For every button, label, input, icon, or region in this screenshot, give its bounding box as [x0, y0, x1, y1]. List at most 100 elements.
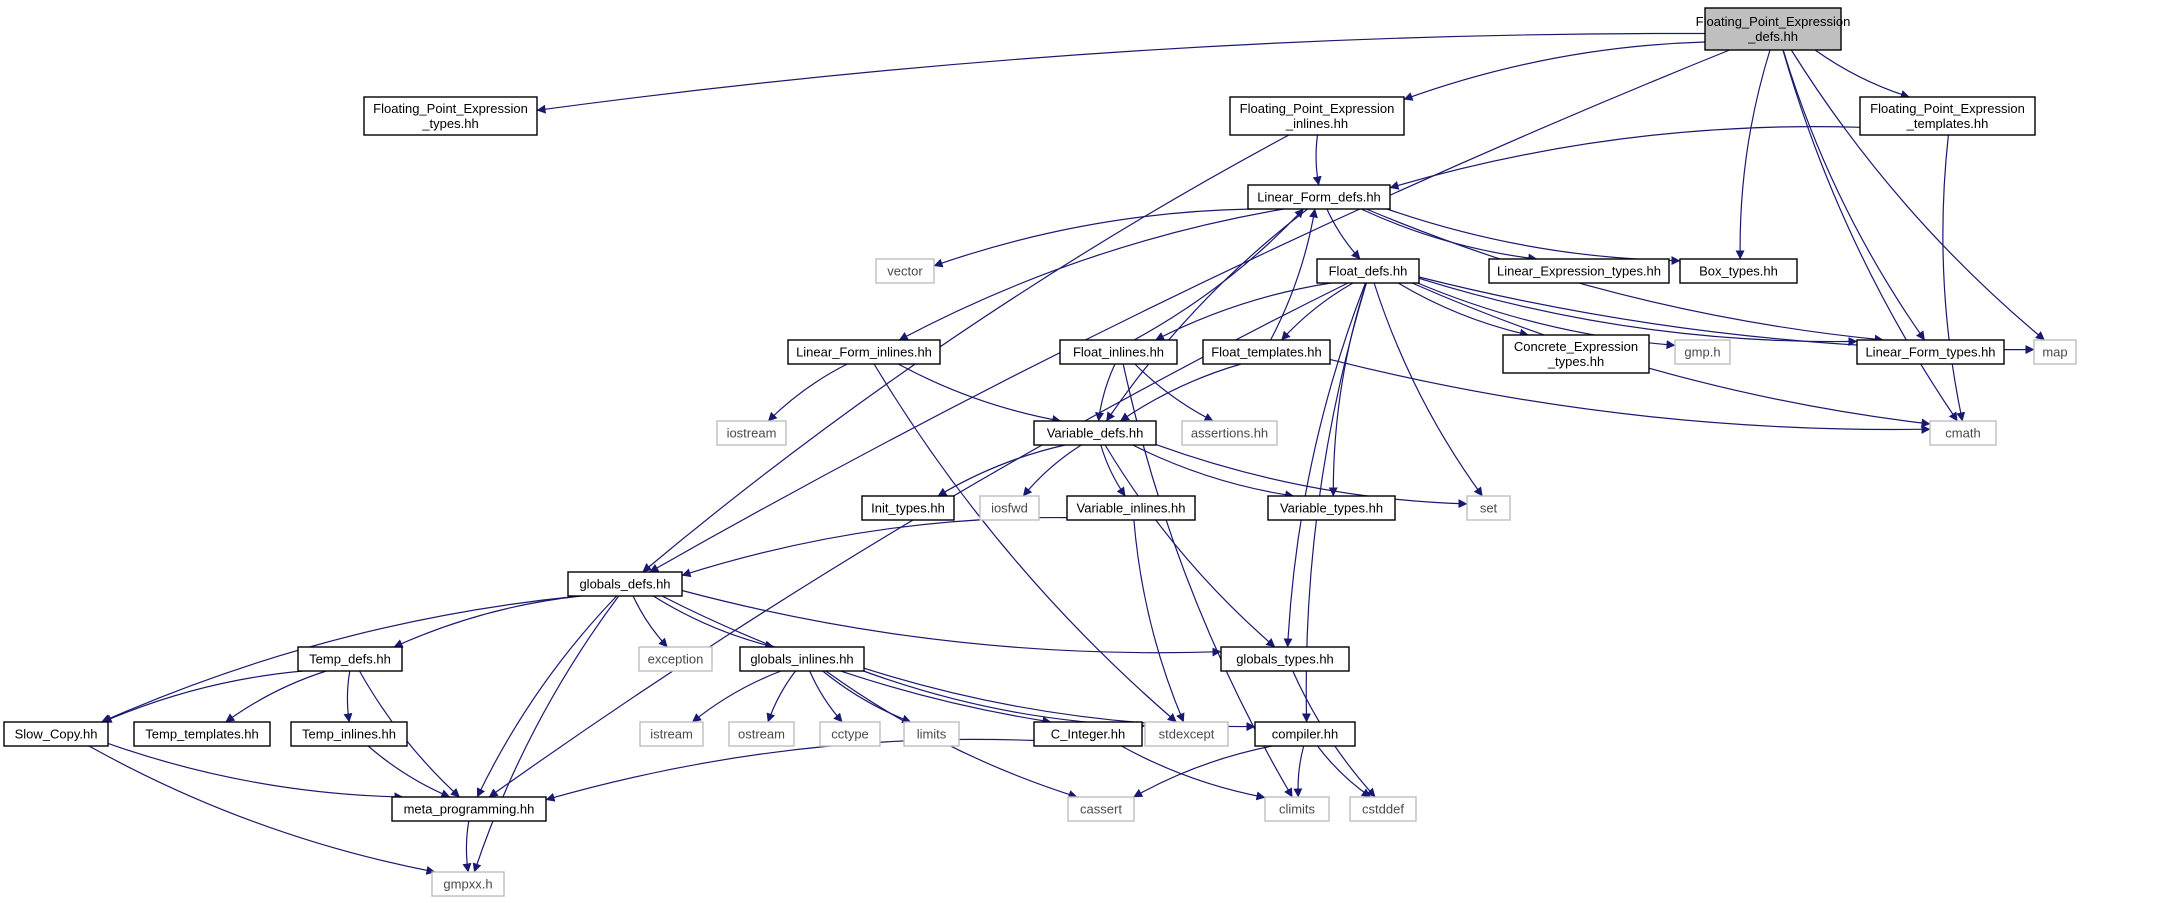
edge-lf-inlines-to-iostream — [767, 363, 848, 422]
node-init-types[interactable]: Init_types.hh — [861, 495, 955, 521]
node-box — [391, 796, 547, 822]
node-float-templates[interactable]: Float_templates.hh — [1202, 339, 1331, 365]
node-label: Linear_Form_inlines.hh — [796, 345, 932, 360]
node-label: Floating_Point_Expression — [1240, 101, 1395, 116]
edge-glob-defs-to-slow-copy — [101, 595, 580, 723]
edge-glob-inlines-to-ostream — [766, 670, 796, 723]
node-label: Float_templates.hh — [1211, 345, 1322, 360]
node-ostream: ostream — [728, 721, 795, 747]
node-box — [1202, 339, 1331, 365]
node-box — [1679, 258, 1798, 284]
node-le-types[interactable]: Linear_Expression_types.hh — [1488, 258, 1670, 284]
edge-var-defs-to-iosfwd — [1022, 444, 1082, 497]
node-label: _types.hh — [1547, 354, 1604, 369]
node-label: Box_types.hh — [1699, 264, 1778, 279]
node-label: Linear_Form_types.hh — [1865, 345, 1995, 360]
node-slow-copy[interactable]: Slow_Copy.hh — [3, 721, 109, 747]
node-ce-types[interactable]: Concrete_Expression_types.hh — [1502, 334, 1650, 374]
node-temp-inlines[interactable]: Temp_inlines.hh — [290, 721, 408, 747]
node-glob-inlines[interactable]: globals_inlines.hh — [739, 646, 865, 672]
edge-var-inlines-to-glob-defs — [681, 516, 1068, 578]
node-box — [1247, 184, 1391, 210]
edge-temp-inlines-to-meta-prog — [367, 745, 451, 798]
edge-lf-defs-to-lf-types — [1366, 208, 1884, 344]
node-label: istream — [650, 727, 693, 742]
edge-glob-defs-to-glob-inlines — [652, 595, 775, 650]
node-box — [133, 721, 271, 747]
node-label: map — [2042, 345, 2067, 360]
node-box-types[interactable]: Box_types.hh — [1679, 258, 1798, 284]
node-lf-types[interactable]: Linear_Form_types.hh — [1856, 339, 2005, 365]
node-iosfwd: iosfwd — [979, 495, 1040, 521]
node-float-defs[interactable]: Float_defs.hh — [1316, 258, 1420, 284]
node-box — [297, 646, 403, 672]
node-box — [290, 721, 408, 747]
node-box — [639, 721, 704, 747]
node-box — [1220, 646, 1350, 672]
node-glob-types[interactable]: globals_types.hh — [1220, 646, 1350, 672]
node-label: cassert — [1080, 802, 1122, 817]
node-cctype: cctype — [819, 721, 881, 747]
node-meta-prog[interactable]: meta_programming.hh — [391, 796, 547, 822]
node-float-inlines[interactable]: Float_inlines.hh — [1059, 339, 1178, 365]
node-box — [1181, 420, 1278, 446]
edge-var-defs-to-set — [1155, 444, 1468, 509]
node-box — [1264, 796, 1330, 822]
edge-float-defs-to-float-templates — [1281, 282, 1354, 341]
node-box — [1349, 796, 1417, 822]
edge-var-defs-to-init-types — [937, 444, 1066, 497]
node-label: cctype — [831, 727, 869, 742]
edge-fpe-templates-to-cmath — [1942, 134, 1966, 422]
edge-float-defs-to-ce-types — [1397, 282, 1529, 338]
node-assertions: assertions.hh — [1181, 420, 1278, 446]
edge-slow-copy-to-meta-prog — [107, 742, 404, 802]
node-istream: istream — [639, 721, 704, 747]
node-label: Float_inlines.hh — [1073, 345, 1164, 360]
edge-float-inlines-to-assertions — [1134, 363, 1214, 422]
node-box — [638, 646, 713, 672]
node-box — [1859, 96, 2036, 136]
node-compiler[interactable]: compiler.hh — [1254, 721, 1356, 747]
node-box — [1704, 7, 1842, 51]
edge-c-integer-to-meta-prog — [545, 738, 1035, 802]
node-box — [1856, 339, 2005, 365]
edge-compiler-to-cstddef — [1317, 745, 1371, 798]
node-label: cmath — [1945, 426, 1980, 441]
node-box — [1254, 721, 1356, 747]
node-var-inlines[interactable]: Variable_inlines.hh — [1066, 495, 1196, 521]
edge-float-defs-to-set — [1373, 282, 1483, 497]
node-lf-inlines[interactable]: Linear_Form_inlines.hh — [787, 339, 941, 365]
node-fpe-types[interactable]: Floating_Point_Expression_types.hh — [363, 96, 538, 136]
edge-glob-inlines-to-istream — [692, 670, 782, 723]
node-vector: vector — [875, 258, 935, 284]
edge-fpe-defs-to-map — [1790, 49, 2045, 341]
node-box — [819, 721, 881, 747]
node-map: map — [2033, 339, 2077, 365]
node-box — [739, 646, 865, 672]
node-var-defs[interactable]: Variable_defs.hh — [1033, 420, 1157, 446]
node-label: stdexcept — [1159, 727, 1215, 742]
edge-float-templates-to-cmath — [1329, 358, 1931, 434]
node-box — [363, 96, 538, 136]
edge-float-defs-to-cmath — [1411, 282, 1931, 428]
node-temp-templates[interactable]: Temp_templates.hh — [133, 721, 271, 747]
edge-lf-defs-to-vector — [933, 208, 1252, 268]
node-label: Temp_templates.hh — [145, 727, 258, 742]
node-fpe-defs[interactable]: Floating_Point_Expression_defs.hh — [1696, 7, 1851, 51]
edge-fpe-templates-to-lf-defs — [1389, 125, 1861, 190]
node-var-types[interactable]: Variable_types.hh — [1267, 495, 1396, 521]
edge-fpe-defs-to-box-types — [1735, 49, 1771, 260]
node-box — [1229, 96, 1405, 136]
node-c-integer[interactable]: C_Integer.hh — [1033, 721, 1143, 747]
node-glob-defs[interactable]: globals_defs.hh — [567, 571, 683, 597]
node-box — [979, 495, 1040, 521]
node-box — [1033, 721, 1143, 747]
node-box — [1059, 339, 1178, 365]
node-temp-defs[interactable]: Temp_defs.hh — [297, 646, 403, 672]
edge-fpe-defs-to-cmath — [1782, 49, 1958, 422]
node-box — [1316, 258, 1420, 284]
node-fpe-templates[interactable]: Floating_Point_Expression_templates.hh — [1859, 96, 2036, 136]
node-fpe-inlines[interactable]: Floating_Point_Expression_inlines.hh — [1229, 96, 1405, 136]
edge-lf-defs-to-float-defs — [1326, 208, 1361, 260]
node-lf-defs[interactable]: Linear_Form_defs.hh — [1247, 184, 1391, 210]
